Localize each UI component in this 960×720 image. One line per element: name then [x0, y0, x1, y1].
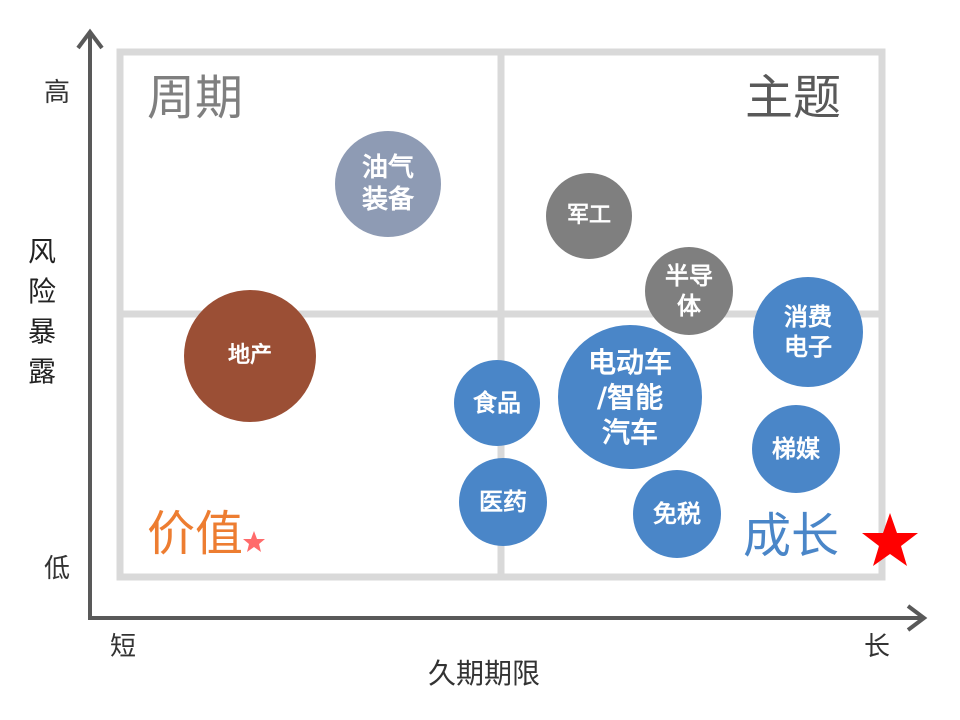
bubble-semiconductor: 半导 体 — [645, 247, 733, 335]
bubble-duty-free: 免税 — [633, 470, 721, 558]
y-axis-title: 风险暴露 — [27, 235, 56, 388]
bubble-oil-gas-equipment: 油气 装备 — [335, 131, 441, 237]
quadrant-label-growth: 成长 — [743, 508, 840, 564]
quadrant-label-theme: 主题 — [745, 70, 842, 126]
x-axis-title: 久期期限 — [428, 657, 541, 690]
bubble-military: 军工 — [546, 173, 632, 259]
bubble-consumer-electronics: 消费 电子 — [753, 277, 863, 387]
bubble-ev-smart-car: 电动车 /智能 汽车 — [558, 325, 702, 469]
x-axis-long-label: 长 — [864, 632, 891, 662]
bubble-real-estate: 地产 — [184, 290, 316, 422]
y-axis-high-label: 高 — [44, 78, 71, 108]
bubble-elevator-media: 梯媒 — [752, 405, 840, 493]
x-axis-short-label: 短 — [110, 632, 137, 662]
x-axis-arrow — [906, 604, 928, 632]
y-axis-arrow — [76, 28, 104, 50]
y-axis-low-label: 低 — [44, 554, 71, 584]
bubble-food: 食品 — [454, 360, 540, 446]
quadrant-label-value: 价值 — [147, 506, 244, 562]
bubble-pharma: 医药 — [459, 458, 547, 546]
value-star-icon — [243, 531, 265, 552]
growth-star-icon — [862, 513, 918, 566]
quadrant-label-cycle: 周期 — [147, 70, 244, 126]
